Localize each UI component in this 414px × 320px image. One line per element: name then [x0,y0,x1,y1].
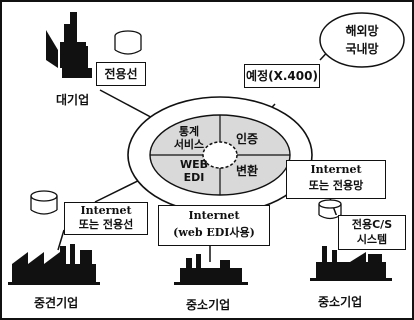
small-company-caption-1: 중소기업 [186,298,231,312]
midsize-company-factory-icon [8,244,100,285]
network-cloud-shape [319,12,405,68]
internet-right-line2: 또는 전용망 [308,179,364,192]
large-company-caption: 대기업 [56,93,90,107]
hub-statistics-service-label: 통계 서비스 [160,125,218,151]
internet-webedi-line2: (web EDI사용) [173,226,255,239]
large-company-private-line-box: 전용선 [96,62,146,86]
cs-line2: 시스템 [356,233,388,246]
internet-web-edi-box: Internet (web EDI사용) [158,205,270,246]
internet-or-private-line-box: Internet 또는 전용선 [64,202,148,235]
midsize-company-caption: 중견기업 [34,296,79,310]
database-icon-small-company [318,199,342,220]
cs-line1: 전용C/S [351,218,393,231]
line-midsize [57,229,65,251]
internet-or-private-network-box: Internet 또는 전용망 [286,160,386,199]
hub-web-edi-label: WEB EDI [172,158,216,184]
database-icon-large-company [114,30,142,55]
small-company-caption-2: 중소기업 [318,295,363,309]
database-icon-midsize [30,190,58,215]
internet-webedi-line1: Internet [188,209,240,222]
internet-right-line1: Internet [310,163,362,176]
large-company-building-icon [46,12,92,78]
hub-service-line2: 서비스 [173,138,205,151]
overseas-network-label: 해외망 [345,24,379,38]
dedicated-cs-system-box: 전용C/S 시스템 [338,215,406,250]
hub-webedi-line1: WEB [179,158,209,171]
small-company-factory-icon-2 [310,246,392,281]
small-company-factory-icon-1 [174,254,248,285]
hub-conversion-label: 변환 [236,164,259,178]
hub-core [202,141,238,169]
hub-webedi-line2: EDI [183,171,205,184]
hub-service-line1: 통계 [178,125,200,138]
internet-left-line1: Internet [80,204,132,217]
internet-left-line2: 또는 전용선 [78,218,134,231]
reservation-x400-box: 예정(X.400) [244,64,320,88]
hub-authentication-label: 인증 [236,132,259,146]
domestic-network-label: 국내망 [345,42,379,56]
